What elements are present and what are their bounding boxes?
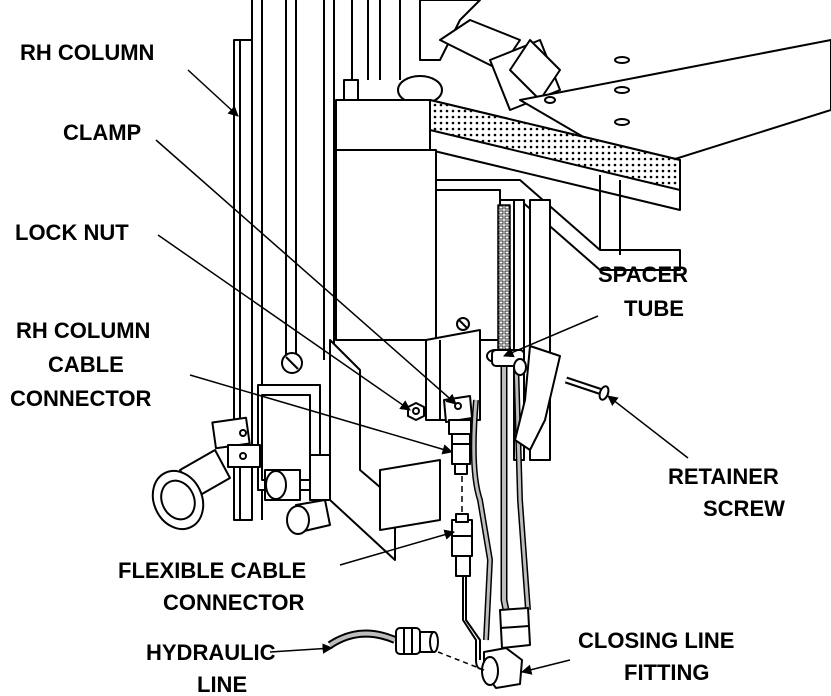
- mount-bracket: [257, 339, 441, 561]
- hydraulic-line-fitting: [327, 627, 439, 655]
- left-fittings: [151, 416, 331, 535]
- carriage: [335, 149, 551, 461]
- label-retainer-screw-1: RETAINER: [668, 464, 779, 489]
- leader-hydraulic-line: [269, 643, 334, 654]
- label-rh-column-cable-connector-1: RH COLUMN: [16, 318, 150, 343]
- label-lock-nut: LOCK NUT: [15, 220, 129, 245]
- leader-closing-line-fitting: [520, 659, 571, 675]
- leader-lock-nut: [157, 234, 411, 411]
- chain: [497, 204, 511, 356]
- leader-clamp: [155, 139, 457, 405]
- leader-spacer-tube: [503, 315, 599, 358]
- label-rh-column-cable-connector-2: CABLE: [48, 352, 124, 377]
- spacer-tube: [486, 345, 561, 451]
- column-frame: [323, 0, 561, 360]
- machine-drawing: [151, 0, 831, 689]
- label-rh-column: RH COLUMN: [20, 40, 154, 65]
- label-closing-line-fitting-2: FITTING: [624, 660, 710, 685]
- label-flexible-cable-connector-2: CONNECTOR: [163, 590, 304, 615]
- closing-line-fitting: [481, 607, 531, 689]
- label-spacer-tube-1: SPACER: [598, 262, 688, 287]
- rh-column: [233, 0, 297, 521]
- label-spacer-tube-2: TUBE: [624, 296, 684, 321]
- retainer-screw: [564, 376, 610, 401]
- label-flexible-cable-connector-1: FLEXIBLE CABLE: [118, 558, 306, 583]
- callout-labels: RH COLUMN CLAMP LOCK NUT RH COLUMN CABLE…: [10, 40, 785, 696]
- leader-retainer-screw: [607, 395, 689, 459]
- label-hydraulic-line-1: HYDRAULIC: [146, 640, 276, 665]
- label-clamp: CLAMP: [63, 120, 141, 145]
- label-retainer-screw-2: SCREW: [703, 496, 785, 521]
- leader-flexible-cable-connector: [339, 529, 456, 566]
- label-closing-line-fitting-1: CLOSING LINE: [578, 628, 734, 653]
- label-hydraulic-line-2: LINE: [197, 672, 247, 696]
- flexible-cable-connector: [451, 513, 491, 670]
- rh-column-cable-connector: [443, 395, 473, 475]
- leader-rh-column-cable-connector: [189, 374, 454, 455]
- hydraulic-hose: [470, 355, 531, 641]
- label-rh-column-cable-connector-3: CONNECTOR: [10, 386, 151, 411]
- lock-nut: [407, 402, 425, 421]
- leader-lines: [155, 69, 689, 675]
- leader-rh-column: [187, 69, 239, 117]
